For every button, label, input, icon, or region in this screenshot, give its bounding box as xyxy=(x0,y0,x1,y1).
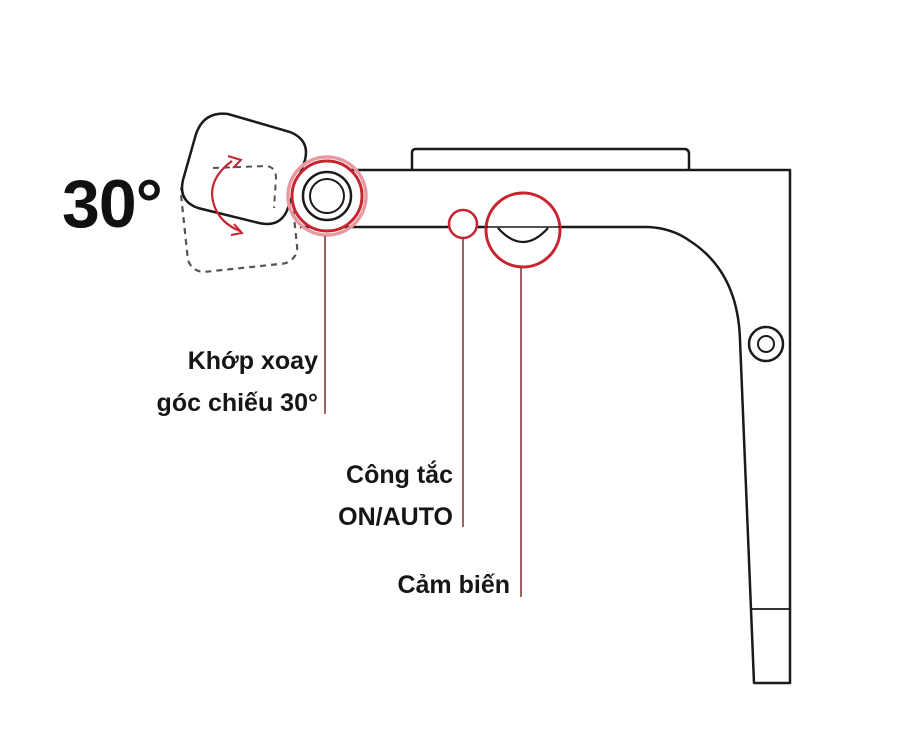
sensor xyxy=(484,191,562,269)
rotation-angle-label: 30° xyxy=(62,166,163,242)
lamp-head xyxy=(180,112,308,226)
callout-switch: Công tắc ON/AUTO xyxy=(338,454,453,538)
rotation-arrow-icon xyxy=(211,155,244,236)
bracket-body xyxy=(300,168,792,685)
mounting-screw xyxy=(747,325,785,363)
lamp-head-ghost-edge xyxy=(212,164,278,209)
callout-switch-line1: Công tắc xyxy=(346,461,453,489)
callout-sensor-line1: Cảm biến xyxy=(397,571,510,599)
callout-joint-line2: góc chiếu 30° xyxy=(156,389,318,417)
top-cap-plate xyxy=(410,147,691,170)
callout-switch-line2: ON/AUTO xyxy=(338,503,453,531)
callout-sensor: Cảm biến xyxy=(397,564,510,606)
callout-joint-line1: Khớp xoay xyxy=(187,347,318,375)
pivot-joint xyxy=(286,155,368,237)
on-auto-switch xyxy=(447,208,479,240)
callout-pivot-joint: Khớp xoay góc chiếu 30° xyxy=(157,340,318,424)
